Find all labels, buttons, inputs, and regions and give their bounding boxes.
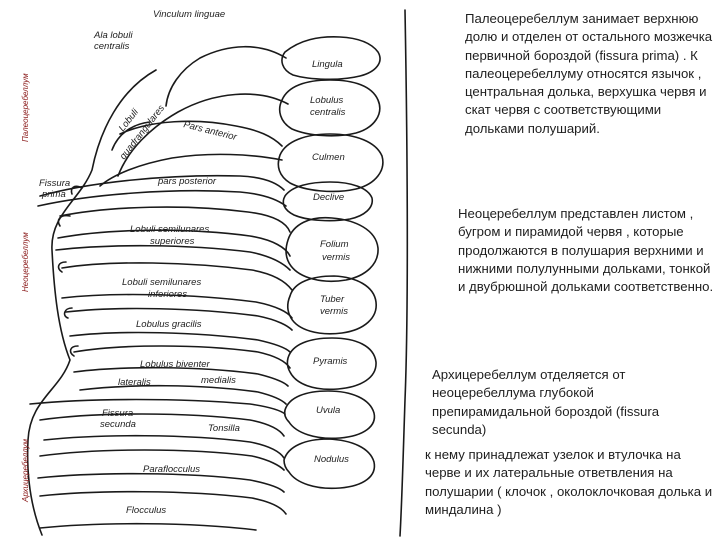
label-ala-centralis: centralis [94,41,130,52]
fissura-secunda [29,398,286,415]
ala-lobuli-centralis [165,45,287,107]
side-label-neo: Неоцеребеллум [21,232,30,292]
label-tuber-2: vermis [320,306,348,317]
lingula-lobe [281,36,381,81]
lobulus-gracilis [65,307,293,331]
label-flocculus: Flocculus [126,505,166,516]
label-pars-posterior: pars posterior [157,176,217,187]
label-fissura-secunda-2: secunda [100,419,136,430]
label-paraflocculus: Paraflocculus [143,464,200,475]
side-label-paleo: Палеоцеребеллум [21,73,30,142]
label-declive: Declive [313,192,344,203]
lobulus-biventer [73,345,291,369]
uvula-lobe [283,390,376,440]
label-culmen: Culmen [312,152,345,163]
label-nodulus: Nodulus [314,454,349,465]
flocculus [39,490,287,515]
label-uvula: Uvula [316,405,340,416]
paraflocculus [39,449,285,471]
label-lateralis: lateralis [118,377,151,388]
side-label-archi: Архицеребеллум [21,438,30,503]
label-semilunares-inf-2: inferiores [148,289,187,300]
declive-lobe [282,181,374,222]
label-tonsilla: Tonsilla [208,423,240,434]
label-lobulus-gracilis: Lobulus gracilis [136,319,202,330]
label-tuber-1: Tuber [320,294,345,305]
lobuli-semilunares-superiores [59,206,291,233]
label-lobulus-centralis-1: Lobulus [310,95,344,106]
label-pyramis: Pyramis [313,356,348,367]
culmen-lobe [277,133,384,193]
neocerebellum-description: Неоцеребеллум представлен листом , бугро… [458,206,714,295]
folium-lobe [285,216,379,282]
nodulus-lobe [283,438,376,490]
label-lobulus-centralis-2: centralis [310,107,346,118]
label-fissura-prima-1: Fissura [39,178,70,189]
label-semilunares-sup-1: Lobuli semilunares [130,224,209,235]
cerebellum-diagram: Палеоцеребеллум Неоцеребеллум Архицеребе… [21,9,409,537]
label-fissura-prima-2: prima [41,189,66,200]
lobuli-semilunares-inferiores [61,262,293,291]
label-fissura-secunda-1: Fissura [102,408,133,419]
archicerebellum-description: Архицеребеллум отделяется от неоцеребелл… [432,367,660,437]
paleocerebellum-description: Палеоцеребеллум занимает верхнюю долю и … [465,11,713,136]
label-folium-1: Folium [320,239,349,250]
label-medialis: medialis [201,375,236,386]
label-vinculum-linguae: Vinculum linguae [153,9,225,20]
label-semilunares-inf-1: Lobuli semilunares [122,277,201,288]
label-lingula: Lingula [312,59,343,70]
label-semilunares-sup-2: superiores [150,236,195,247]
pyramis-lobe [286,337,377,391]
label-ala-lobuli: Ala lobuli [93,30,133,41]
lobuli-quadrangulares-outline [117,93,289,177]
lobulus-centralis-lobe [278,79,381,137]
tonsilla [39,413,285,437]
archicerebellum-components: к нему принадлежат узелок и втулочка на … [425,447,713,517]
label-lobulus-biventer: Lobulus biventer [140,359,211,370]
label-folium-2: vermis [322,252,350,263]
